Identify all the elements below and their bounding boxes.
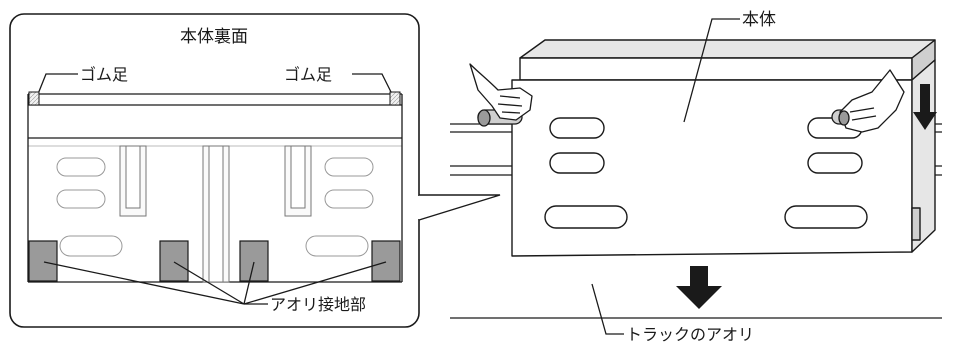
inset-ribs xyxy=(119,145,312,283)
tailgate-leader xyxy=(591,283,624,335)
tailgate-contact-label: アオリ接地部 xyxy=(270,295,366,314)
rubber-foot-right xyxy=(389,91,401,106)
tailgate-contact-pads xyxy=(28,240,401,282)
body-lid xyxy=(519,39,936,81)
keyhole-slot xyxy=(544,205,628,229)
body-leader xyxy=(683,18,740,123)
rubber-foot-right-leader xyxy=(352,73,393,95)
keyhole-slot xyxy=(549,117,605,139)
left-hand xyxy=(469,63,533,127)
contact-pad xyxy=(28,240,58,282)
truck-tailgate-label: トラックのアオリ xyxy=(626,325,754,344)
keyhole-slot xyxy=(807,152,863,174)
inset-panel: 本体裏面 ゴム足 ゴム足 xyxy=(9,13,501,328)
inset-callout-pointer xyxy=(418,194,501,221)
body-slots xyxy=(544,117,868,229)
small-down-arrow xyxy=(913,84,937,130)
rubber-foot-right-label: ゴム足 xyxy=(284,65,332,84)
main-illustration: 本体 トラックのアオリ xyxy=(450,10,942,344)
contact-pad xyxy=(159,240,189,282)
contact-pad xyxy=(371,240,401,282)
rubber-foot-left-leader xyxy=(37,73,78,95)
rubber-foot-left xyxy=(28,91,40,106)
keyhole-slot xyxy=(784,205,868,229)
body-label: 本体 xyxy=(742,10,776,30)
keyhole-slot xyxy=(549,152,605,174)
inset-title: 本体裏面 xyxy=(180,26,248,47)
right-hand xyxy=(831,69,905,133)
contact-pad xyxy=(239,240,269,282)
inset-slots xyxy=(56,157,374,257)
large-down-arrow xyxy=(676,266,722,309)
contact-leaders xyxy=(43,261,387,305)
rubber-foot-left-label: ゴム足 xyxy=(80,65,128,84)
